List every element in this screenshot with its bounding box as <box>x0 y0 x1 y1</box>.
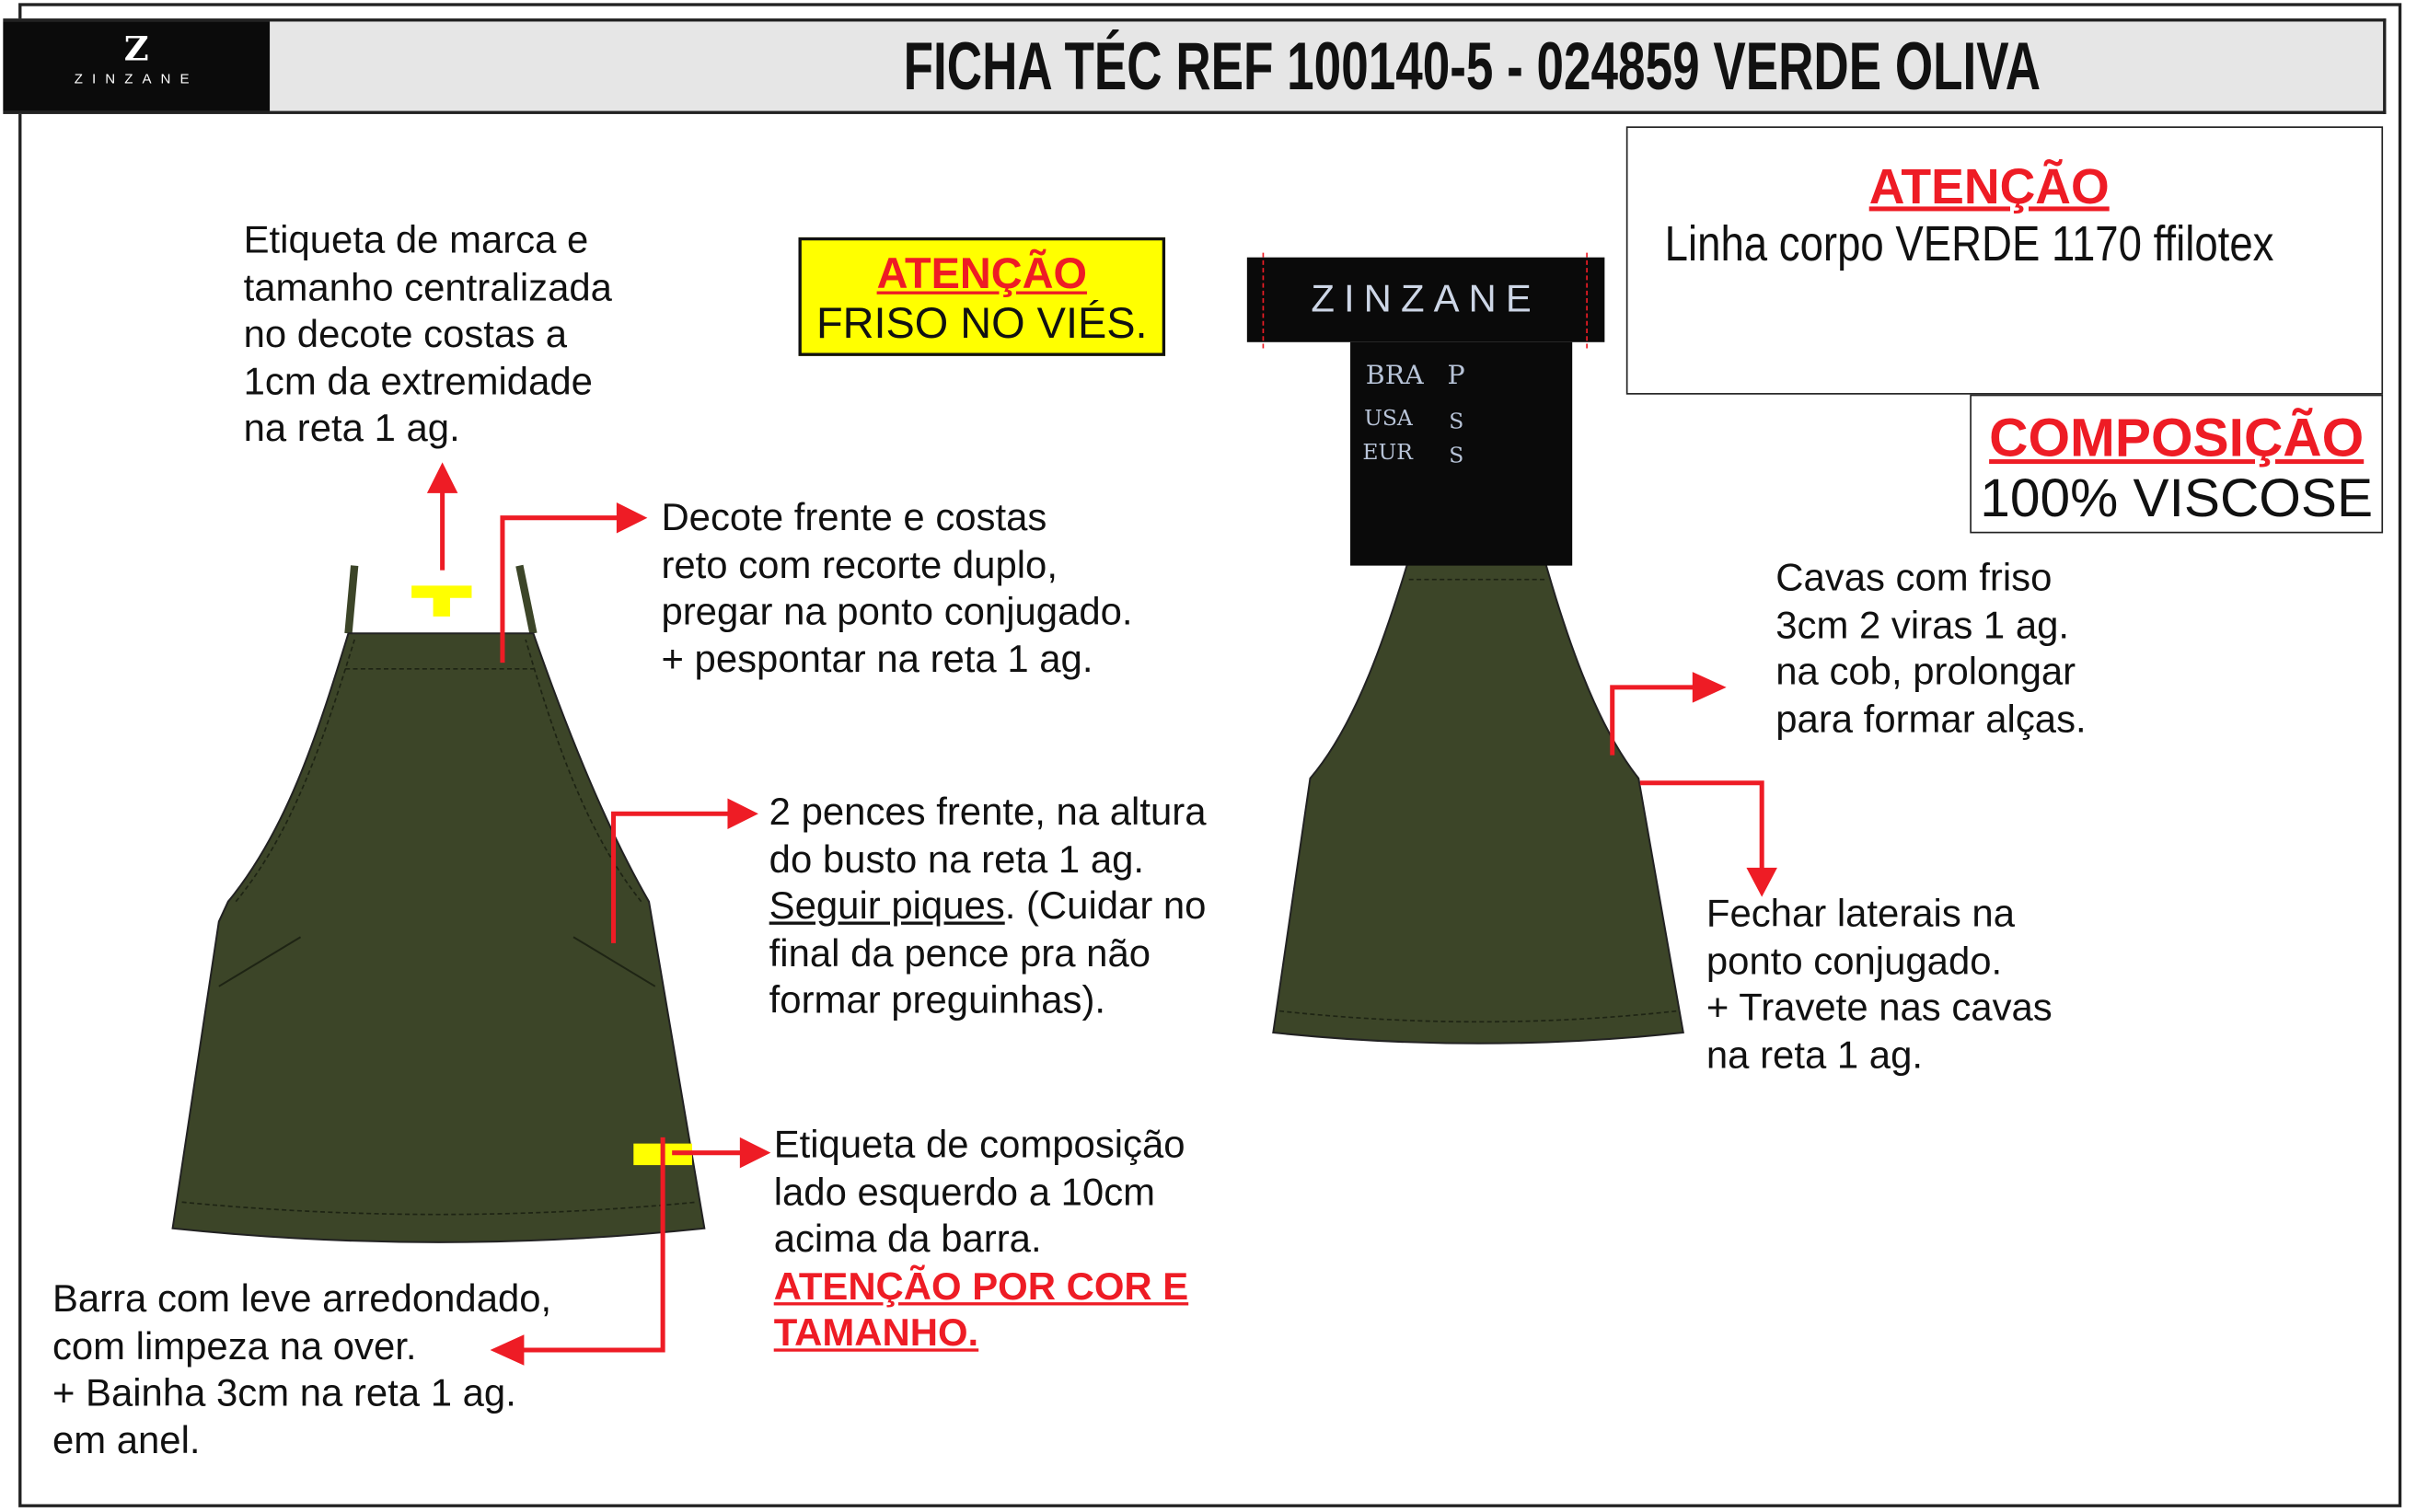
logo-text: ZINZANE <box>74 71 199 87</box>
arrow-head <box>727 798 758 829</box>
page-title: FICHA TÉC REF 100140-5 - 024859 VERDE OL… <box>903 29 2041 105</box>
tag-brand: ZINZANE <box>1246 257 1605 342</box>
back-view-garment <box>1272 520 1684 1045</box>
header-bar <box>3 18 2387 114</box>
arrow-head <box>739 1137 771 1169</box>
attention-bias-box: ATENÇÃO FRISO NO VIÉS. <box>798 237 1166 356</box>
composition-box: COMPOSIÇÃO 100% VISCOSE <box>1970 394 2384 534</box>
brand-logo: Z ZINZANE <box>3 21 271 111</box>
arrow-head <box>1692 672 1727 703</box>
front-view-garment <box>171 564 706 1243</box>
arrow-head <box>426 462 458 493</box>
page-frame <box>18 3 2402 1507</box>
arrow-head <box>616 502 648 534</box>
arrow-head <box>1746 867 1777 897</box>
note-hem: Barra com leve arredondado,com limpeza n… <box>52 1277 552 1462</box>
arrow-head <box>490 1334 525 1366</box>
attention-thread-box: ATENÇÃO Linha corpo VERDE 1170 ffilotex <box>1625 126 2384 395</box>
callout-arrows <box>440 490 1764 1353</box>
logo-mark: Z <box>123 29 149 70</box>
brand-label-marker <box>411 585 472 617</box>
